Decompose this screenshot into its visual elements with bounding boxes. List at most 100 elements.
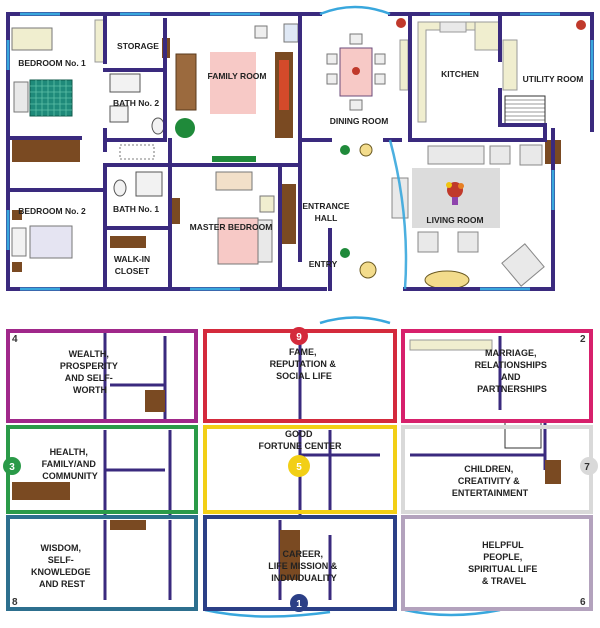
- badge-health-number: 3: [9, 462, 15, 473]
- bed-bedroom-2: [29, 225, 73, 259]
- floor-plan: BEDROOM No. 1 STORAGE FAMILY ROOM DINING…: [6, 5, 594, 291]
- area-center: [203, 425, 397, 514]
- label-master-bedroom: MASTER BEDROOM: [190, 222, 273, 232]
- label-entry: ENTRY: [309, 259, 338, 269]
- stair-steps: [505, 99, 545, 121]
- label-family-room: FAMILY ROOM: [207, 71, 266, 81]
- desk: [11, 27, 53, 51]
- area-wealth: [6, 329, 198, 423]
- family-rug: [210, 52, 256, 114]
- bagua-map: 4 9 2 3 5 7 8 1 6 WEALTH, PROSPERITY AND…: [3, 316, 598, 618]
- badge-wealth-number: 4: [12, 334, 18, 345]
- round-table: [359, 143, 373, 157]
- toilet: [151, 117, 165, 135]
- flower-vase-icon: [446, 182, 464, 205]
- label-bath-1: BATH No. 1: [113, 204, 159, 214]
- dining-chair: [349, 33, 363, 45]
- closet-shelf: [110, 236, 146, 248]
- pillow: [257, 219, 273, 263]
- label-dining-room: DINING ROOM: [330, 116, 389, 126]
- label-entrance: ENTRANCE: [302, 201, 350, 211]
- dining-chair: [349, 99, 363, 111]
- label-storage: STORAGE: [117, 41, 159, 51]
- side-table: [145, 390, 165, 412]
- badge-career: [290, 594, 308, 612]
- flower-icon: [576, 20, 586, 30]
- living-armchair: [489, 145, 511, 165]
- badge-wisdom-number: 8: [12, 597, 18, 608]
- area-helpful: [401, 515, 593, 611]
- bench: [215, 171, 253, 191]
- windows: [6, 5, 594, 291]
- toilet: [113, 179, 127, 197]
- tv-screen: [279, 60, 289, 110]
- pillow: [13, 81, 29, 113]
- centerpiece-icon: [352, 67, 360, 75]
- label-bedroom-1: BEDROOM No. 1: [18, 58, 86, 68]
- laundry-counter: [502, 39, 518, 91]
- pillow: [11, 227, 27, 257]
- label-wisdom: WISDOM, SELF- KNOWLEDGE AND REST: [31, 543, 93, 589]
- desk: [283, 23, 299, 43]
- bed-master: [217, 217, 259, 265]
- dining-chair: [374, 73, 386, 85]
- label-center: GOOD FORTUNE CENTER: [259, 429, 343, 451]
- label-bedroom-2: BEDROOM No. 2: [18, 206, 86, 216]
- plant-icon: [340, 248, 350, 258]
- window-arc: [204, 608, 331, 618]
- label-utility-room: UTILITY ROOM: [523, 74, 584, 84]
- label-health: HEALTH, FAMILY/AND COMMUNITY: [42, 447, 99, 481]
- kitchen-counter: [409, 339, 493, 351]
- badge-children: [580, 457, 598, 475]
- coffee-table: [424, 270, 470, 290]
- dining-chair: [326, 73, 338, 85]
- family-sofa: [175, 53, 197, 111]
- nightstand: [12, 210, 22, 220]
- label-bath-2: BATH No. 2: [113, 98, 159, 108]
- label-helpful: HELPFUL PEOPLE, SPIRITUAL LIFE & TRAVEL: [468, 540, 540, 586]
- dresser: [12, 482, 70, 500]
- window-arc: [404, 608, 501, 617]
- desk-chair: [254, 25, 268, 39]
- area-wisdom: [6, 515, 198, 611]
- window-arc: [319, 316, 391, 325]
- entry-table: [359, 261, 377, 279]
- wardrobe: [280, 184, 296, 244]
- dining-chair: [326, 53, 338, 65]
- badge-children-number: 7: [584, 462, 590, 473]
- closet-shelf: [110, 520, 146, 530]
- kitchen-counter: [474, 21, 501, 51]
- badge-center-number: 5: [296, 462, 302, 473]
- label-career: CAREER, LIFE MISSION & INDIVIDUALITY: [268, 549, 340, 583]
- utility-cabinet: [545, 460, 561, 484]
- sideboard: [399, 39, 409, 91]
- label-fame: FAME, REPUTATION & SOCIAL LIFE: [270, 347, 339, 381]
- badge-fame: [290, 327, 308, 345]
- badge-health: [3, 457, 21, 475]
- flower-icon: [396, 18, 406, 28]
- badge-fame-number: 9: [296, 332, 302, 343]
- nightstand: [12, 262, 22, 272]
- badge-career-number: 1: [296, 599, 302, 610]
- living-chair: [457, 231, 479, 253]
- label-children: CHILDREN, CREATIVITY & ENTERTAINMENT: [452, 464, 529, 498]
- label-closet: CLOSET: [115, 266, 150, 276]
- vanity: [119, 144, 155, 160]
- plant-icon: [340, 145, 350, 155]
- shower: [135, 171, 163, 197]
- bathtub: [109, 73, 141, 93]
- badge-marriage-number: 2: [580, 334, 586, 345]
- nightstand: [259, 195, 275, 213]
- plant-icon: [175, 118, 195, 138]
- stove: [439, 21, 467, 33]
- label-living-room: LIVING ROOM: [426, 215, 483, 225]
- fireplace: [519, 144, 543, 166]
- living-chair: [417, 231, 439, 253]
- wardrobe: [280, 530, 300, 580]
- label-hall: HALL: [315, 213, 338, 223]
- dining-chair: [374, 53, 386, 65]
- quilt-pattern: [30, 80, 72, 116]
- living-sofa: [427, 145, 485, 165]
